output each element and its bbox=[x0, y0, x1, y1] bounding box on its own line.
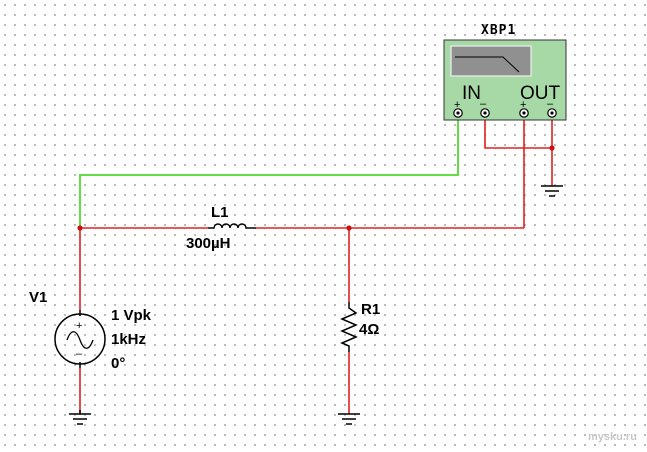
resistor-r1[interactable] bbox=[340, 302, 358, 352]
in-minus-sign: – bbox=[480, 98, 487, 110]
junction-node-left bbox=[77, 225, 83, 231]
source-minus-sign: – bbox=[76, 348, 83, 360]
ac-voltage-source-v1[interactable] bbox=[54, 310, 106, 368]
inductor-name: L1 bbox=[211, 204, 229, 221]
junction-node-ground bbox=[549, 145, 555, 151]
resistor-value: 4Ω bbox=[359, 321, 379, 338]
ground-icon-source bbox=[69, 410, 91, 425]
source-frequency: 1kHz bbox=[111, 331, 146, 348]
lowpass-response-curve bbox=[455, 56, 520, 73]
source-phase: 0° bbox=[111, 355, 125, 372]
wire-main-red bbox=[79, 118, 553, 414]
source-plus-sign: + bbox=[76, 320, 82, 332]
instrument-title: XBP1 bbox=[481, 23, 516, 38]
sine-wave-icon bbox=[66, 331, 94, 349]
watermark: mysku.ru bbox=[588, 431, 637, 443]
wire-input-green bbox=[79, 118, 459, 228]
source-name: V1 bbox=[29, 289, 47, 306]
output-port-label: OUT bbox=[520, 83, 561, 104]
out-plus-sign: + bbox=[520, 99, 526, 111]
ground-icon-instrument bbox=[541, 185, 563, 197]
bode-plotter-instrument[interactable] bbox=[443, 39, 567, 121]
resistor-name: R1 bbox=[361, 301, 380, 318]
out-minus-sign: – bbox=[547, 98, 554, 110]
in-plus-sign: + bbox=[454, 99, 460, 111]
inductor-value: 300µH bbox=[186, 235, 231, 252]
junction-node-mid bbox=[346, 225, 352, 231]
ground-icon-resistor bbox=[338, 413, 360, 425]
input-port-label: IN bbox=[462, 83, 481, 104]
source-amplitude: 1 Vpk bbox=[111, 307, 152, 324]
inductor-l1[interactable] bbox=[208, 223, 256, 229]
